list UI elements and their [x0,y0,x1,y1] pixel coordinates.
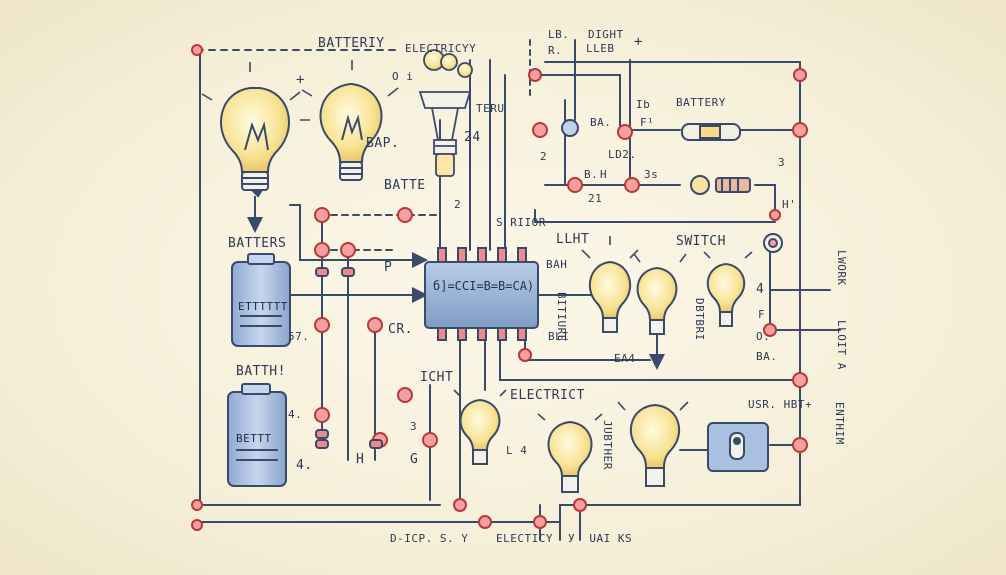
label-3s: 3s [644,168,659,181]
label-cr: CR. [388,322,413,337]
label-ba-top: BA. [590,116,612,129]
battery-lower-label: BETTT [236,432,272,445]
label-jubther: JUBTHER [601,420,614,470]
label-2b: 2 [454,198,462,211]
label-enthim: ENTHIM [833,402,846,445]
label-ba-right: BA. [756,350,778,363]
label-batth: BATTH! [236,364,286,379]
label-57: 57. [288,330,310,343]
label-f: F [758,308,766,321]
label-plus-top: + [634,34,643,50]
label-lloit: LLOIT A [835,320,848,370]
label-ib: Ib [636,98,651,111]
label-llht: LLHT [556,232,590,247]
label-g: G [410,452,419,467]
label-dicp: D-ICP. S. Y [390,532,469,545]
junction-nodes [191,44,808,531]
label-uai: У UAI KS [568,532,633,545]
light-bulb-row-right [588,260,746,370]
label-dight: DIGHT [588,28,624,41]
label-b: B. [584,168,599,181]
bulb-rays [201,60,753,421]
label-lb: LB. [548,28,570,41]
chip-label: б]=CCI=B=B=CA) [433,279,535,293]
label-batters: BATTERS [228,236,287,251]
label-bli: BLI [548,330,570,343]
label-oo: O. [756,330,771,343]
sensor-component [561,119,579,137]
battery-upper-label: ETTTTTT [238,300,288,313]
label-ld2: LD2. [608,148,637,161]
light-bulb-bottom-row [459,398,681,493]
label-hl: H'. [782,198,804,211]
label-4: 4 [756,282,765,297]
label-plus-left: + [296,72,305,88]
label-switch: SWITCH [676,234,726,249]
label-lwork: LWORK [835,250,848,286]
label-electricity-top: ELECTRICYY [405,42,477,55]
label-h: H [600,168,608,181]
battery-lower [227,383,287,487]
label-2a: 2 [540,150,548,163]
label-4c: 4. [296,458,313,473]
label-4b: 4. [288,408,303,421]
light-bulb-large-center [319,83,383,181]
label-dbtbri: DBTBRI [693,298,706,341]
label-3b: 3 [410,420,418,433]
label-p: P [384,260,393,275]
label-oi: O i [392,70,414,83]
label-icht: ICHT [420,370,454,385]
label-battery-top: BATTERIY [318,36,385,51]
label-24: 24 [464,130,481,145]
label-h2: H [356,452,365,467]
label-3: 3 [778,156,786,169]
switch-box [707,422,769,472]
label-l4: L 4 [506,444,528,457]
label-sriior: S RIIOR [496,216,546,229]
label-bap: BAP. [366,136,400,151]
label-f1: F¹ [640,116,655,129]
label-teru: TERU [476,102,505,115]
light-bulb-top-triple [418,49,473,177]
inductor-coils [315,267,383,449]
fuse-resistor-top [681,123,741,141]
label-lleb: LLEB [586,42,615,55]
label-batte: BATTE [384,178,426,193]
switch-target [763,233,783,253]
label-battery-right: BATTERY [676,96,726,109]
battery-upper [231,253,291,347]
label-21: 21 [588,192,603,205]
label-electrict: ELECTRICT [510,388,585,403]
label-bah: BAH [546,258,568,271]
light-bulb-large-left [220,87,290,233]
label-ea4: EA4 [614,352,636,365]
integrated-circuit-chip [424,247,539,341]
resistor-small [690,175,751,195]
label-electicy: ELECTICY [496,532,553,545]
label-r: R. [548,44,563,57]
label-lhbt: USR. HBT+ [748,398,813,411]
